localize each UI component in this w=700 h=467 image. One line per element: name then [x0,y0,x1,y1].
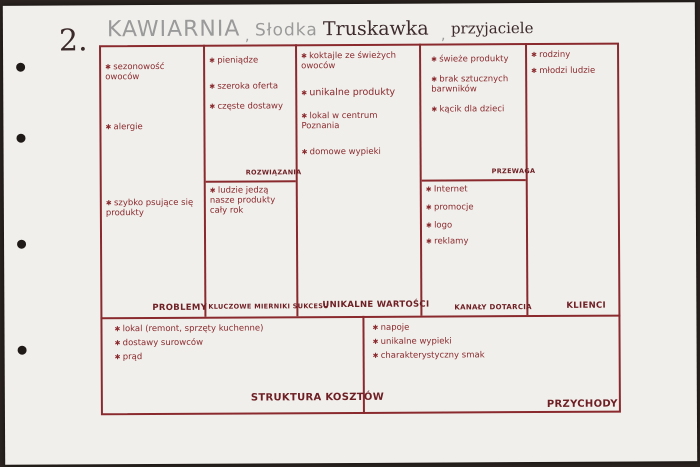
binder-hole [17,239,27,249]
channel-item: reklamy [426,236,522,247]
value-item: lokal w centrum Poznania [301,111,415,132]
channel-item: logo [426,220,522,231]
binder-hole [16,133,26,143]
section-label-kanaly: KANAŁY DOTARCIA [454,303,532,312]
advantage-item: brak sztucznych barwników [431,74,521,95]
revenue-item: charakterystyczny smak [373,350,613,362]
solution-item: pieniądze [209,55,291,66]
solution-item: szeroka oferta [209,81,291,92]
channel-item: Internet [426,184,522,195]
title-separator: , [440,27,446,44]
section-label-przewaga: PRZEWAGA [491,167,536,176]
title-separator: , [244,28,250,45]
section-label-przychody: PRZYCHODY [546,398,618,410]
metric-item: ludzie jedzą nasze produkty cały rok [210,185,294,216]
value-item: koktajle ze świeżych owoców [301,51,415,72]
title-slodka: Słodka [254,20,318,41]
page-number: 2. [58,23,88,59]
binder-hole [17,345,27,355]
section-label-mierniki: KLUCZOWE MIERNIKI SUKCESU [208,302,329,311]
section-label-koszty: STRUKTURA KOSZTÓW [250,391,385,404]
section-label-rozwiazania: ROZWIĄZANIA [245,168,302,177]
solution-item: częste dostawy [209,101,291,112]
advantage-item: kącik dla dzieci [431,104,521,115]
problem-item: sezonowość owoców [105,62,199,83]
title-przyjaciele: przyjaciele [450,19,534,38]
lean-canvas: sezonowość owoców alergie szybko psujące… [99,42,621,416]
revenue-item: unikalne wypieki [373,336,613,348]
cost-item: dostawy surowców [115,338,359,349]
title-truskawka: Truskawka [322,17,429,41]
segment-item: młodzi ludzie [531,66,615,77]
cost-item: prąd [115,352,359,363]
advantage-item: świeże produkty [431,54,521,65]
cost-item: lokal (remont, sprzęty kuchenne) [114,323,358,335]
channel-item: promocje [426,202,522,213]
value-item: domowe wypieki [302,147,416,158]
section-label-klienci: KLIENCI [566,300,607,311]
section-label-wartosci: UNIKALNE WARTOŚCI [322,299,430,311]
section-label-problemy: PROBLEMY [152,302,208,314]
value-item: unikalne produkty [301,87,415,100]
segment-item: rodziny [531,50,615,61]
problem-item: alergie [105,122,199,133]
revenue-item: napoje [372,323,612,334]
title-kawiarnia: KAWIARNIA [106,16,241,43]
binder-hole [16,62,26,72]
problem-item: szybko psujące się produkty [106,198,200,219]
